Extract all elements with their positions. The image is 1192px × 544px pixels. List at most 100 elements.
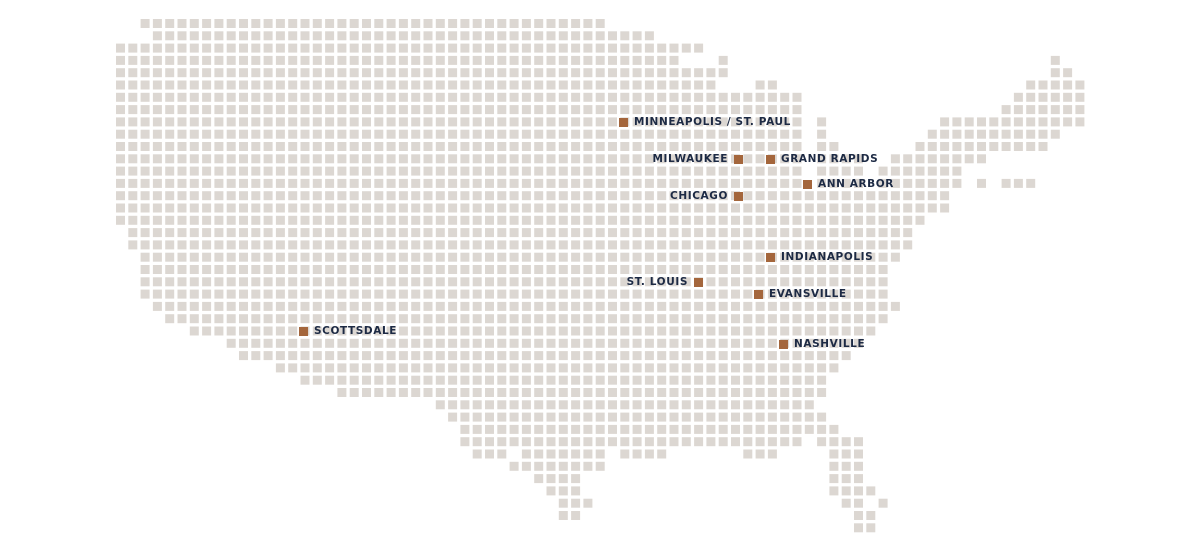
- map-dot: [571, 375, 581, 385]
- map-dot: [829, 228, 839, 238]
- map-dot: [485, 351, 494, 361]
- map-dot: [620, 388, 630, 397]
- map-dot: [854, 498, 863, 508]
- map-dot: [448, 105, 458, 115]
- map-dot: [300, 43, 310, 53]
- map-dot: [878, 215, 888, 225]
- map-dot: [497, 117, 507, 127]
- location-indianapolis[interactable]: INDIANAPOLIS: [766, 252, 873, 262]
- location-scottsdale[interactable]: SCOTTSDALE: [299, 326, 397, 336]
- map-dot: [448, 166, 458, 176]
- map-dot: [362, 166, 371, 176]
- map-dot: [325, 80, 335, 90]
- map-dot: [521, 117, 531, 127]
- map-dot: [472, 338, 482, 348]
- map-dot: [792, 388, 802, 397]
- map-dot: [497, 19, 507, 28]
- map-dot: [423, 388, 433, 397]
- map-dot: [706, 289, 716, 299]
- map-dot: [866, 301, 876, 311]
- map-dot: [644, 80, 654, 90]
- map-dot: [251, 154, 261, 164]
- map-dot: [337, 240, 347, 250]
- map-dot: [534, 388, 544, 397]
- map-dot: [706, 301, 716, 311]
- map-dot: [116, 203, 125, 213]
- location-minneapolis-st-paul[interactable]: MINNEAPOLIS / ST. PAUL: [619, 117, 791, 127]
- map-dot: [841, 289, 851, 299]
- map-dot: [829, 474, 839, 484]
- map-dot: [521, 92, 531, 102]
- map-dot: [866, 277, 876, 287]
- map-dot: [116, 80, 125, 90]
- map-dot: [374, 142, 384, 151]
- map-dot: [460, 154, 470, 164]
- map-dot: [423, 252, 433, 262]
- location-milwaukee[interactable]: MILWAUKEE: [652, 154, 743, 164]
- map-dot: [485, 228, 494, 238]
- map-dot: [349, 289, 359, 299]
- map-dot: [202, 203, 212, 213]
- map-dot: [398, 301, 408, 311]
- map-dot: [226, 265, 236, 274]
- map-dot: [731, 277, 740, 287]
- map-dot: [349, 129, 359, 139]
- map-dot: [767, 449, 777, 459]
- map-dot: [337, 191, 347, 201]
- map-dot: [362, 215, 371, 225]
- map-dot: [817, 203, 827, 213]
- map-dot: [263, 215, 273, 225]
- location-nashville[interactable]: NASHVILLE: [779, 339, 865, 349]
- map-dot: [497, 129, 507, 139]
- map-dot: [755, 363, 765, 373]
- map-dot: [497, 154, 507, 164]
- map-dot: [583, 117, 593, 127]
- location-ann-arbor[interactable]: ANN ARBOR: [803, 179, 894, 189]
- map-dot: [189, 326, 199, 336]
- map-dot: [312, 203, 322, 213]
- map-dot: [903, 178, 913, 188]
- map-dot: [398, 129, 408, 139]
- map-dot: [460, 363, 470, 373]
- map-dot: [890, 166, 900, 176]
- map-dot: [460, 117, 470, 127]
- map-dot: [239, 166, 248, 176]
- map-dot: [546, 55, 556, 65]
- map-dot: [423, 314, 433, 324]
- location-chicago[interactable]: CHICAGO: [670, 191, 743, 201]
- map-dot: [275, 215, 285, 225]
- map-dot: [300, 68, 310, 78]
- map-dot: [226, 19, 236, 28]
- map-dot: [780, 314, 790, 324]
- map-dot: [534, 338, 544, 348]
- location-st-louis[interactable]: ST. LOUIS: [627, 277, 703, 287]
- map-dot: [152, 203, 162, 213]
- map-dot: [349, 240, 359, 250]
- location-evansville[interactable]: EVANSVILLE: [754, 289, 847, 299]
- map-dot: [1063, 80, 1073, 90]
- map-dot: [595, 105, 605, 115]
- map-dot: [595, 203, 605, 213]
- map-dot: [300, 240, 310, 250]
- map-dot: [337, 19, 347, 28]
- map-dot: [423, 191, 433, 201]
- map-dot: [411, 388, 421, 397]
- map-dot: [411, 31, 421, 41]
- location-grand-rapids[interactable]: GRAND RAPIDS: [766, 154, 878, 164]
- map-dot: [878, 191, 888, 201]
- map-dot: [792, 424, 802, 434]
- map-dot: [423, 178, 433, 188]
- map-dot: [251, 301, 261, 311]
- map-dot: [312, 129, 322, 139]
- map-dot: [657, 68, 667, 78]
- map-dot: [362, 43, 371, 53]
- map-dot: [177, 265, 187, 274]
- map-dot: [731, 363, 740, 373]
- map-dot: [521, 215, 531, 225]
- map-dot: [669, 252, 679, 262]
- map-dot: [497, 277, 507, 287]
- map-dot: [890, 252, 900, 262]
- map-dot: [386, 129, 396, 139]
- map-dot: [435, 314, 445, 324]
- map-dot: [472, 142, 482, 151]
